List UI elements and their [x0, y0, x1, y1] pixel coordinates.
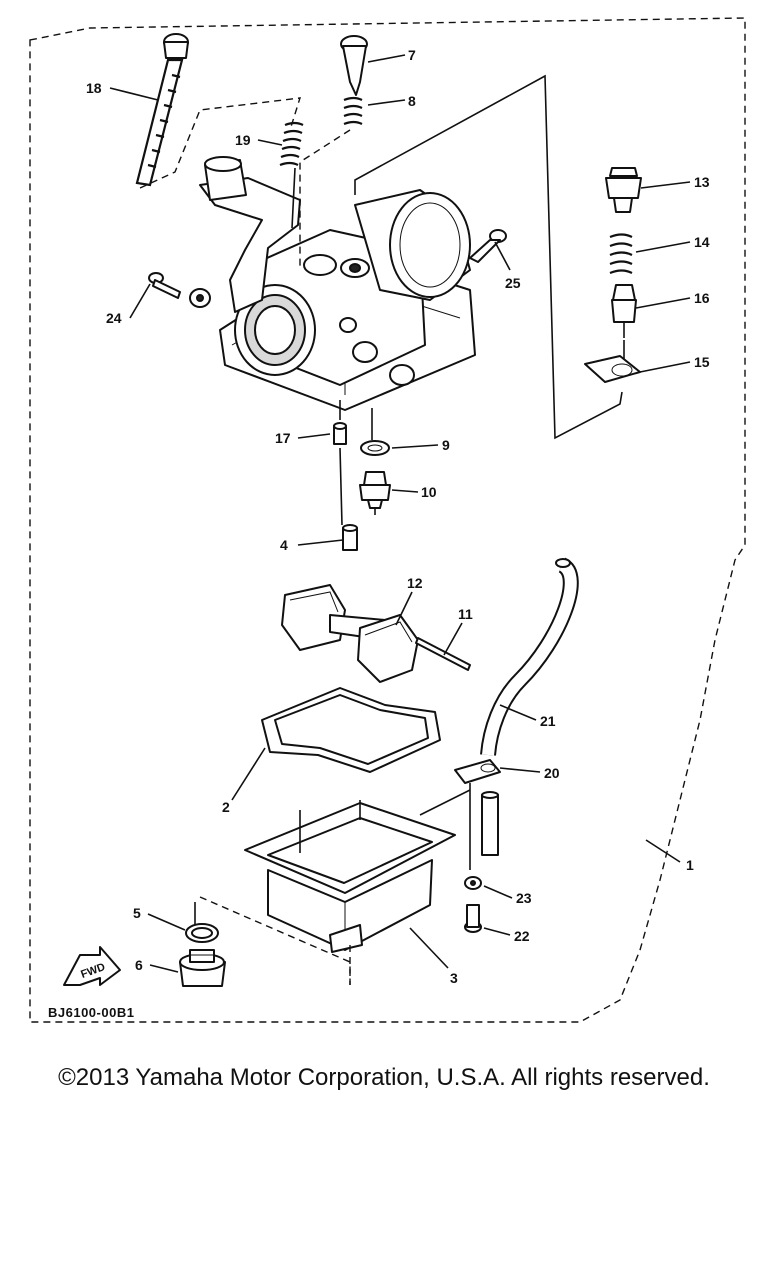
- callout-8: 8: [408, 93, 416, 109]
- callout-14: 14: [694, 234, 710, 250]
- callout-19: 19: [235, 132, 251, 148]
- callout-20: 20: [544, 765, 560, 781]
- callout-11: 11: [458, 606, 473, 622]
- part-6-drain-plug: [179, 949, 226, 987]
- carburetor-exploded-diagram: FWD BJ6100-00B1 7 8 18 19 13: [29, 17, 746, 1023]
- callout-7: 7: [408, 47, 416, 63]
- callout-10: 10: [421, 484, 437, 500]
- callout-17: 17: [275, 430, 291, 446]
- copyright-notice: ©2013 Yamaha Motor Corporation, U.S.A. A…: [58, 1064, 710, 1091]
- part-2-gasket: [261, 687, 441, 773]
- part-13-valve-seat: [605, 167, 642, 213]
- callout-23: 23: [516, 890, 532, 906]
- part-19-spring: [279, 121, 304, 229]
- callout-15: 15: [694, 354, 710, 370]
- part-24-screw: [148, 272, 181, 299]
- callout-21: 21: [540, 713, 556, 729]
- part-15-retainer: [584, 355, 641, 383]
- part-4-jet: [342, 524, 358, 551]
- callout-24: 24: [106, 310, 122, 326]
- part-10-jet-holder: [359, 471, 391, 515]
- part-18-long-bolt: [135, 33, 301, 189]
- callout-numbers: 7 8 18 19 13 14 25 24 16 15 17 9 10 4 12…: [86, 47, 710, 986]
- part-22-screw: [464, 904, 482, 933]
- part-23-washer: [464, 876, 482, 890]
- callout-2: 2: [222, 799, 230, 815]
- callout-5: 5: [133, 905, 141, 921]
- part-7-screw: [340, 35, 368, 96]
- part-21-hose: [480, 557, 579, 756]
- callout-25: 25: [505, 275, 521, 291]
- callout-13: 13: [694, 174, 710, 190]
- part-16-float-valve: [611, 284, 637, 362]
- fwd-arrow-icon: FWD: [63, 946, 121, 986]
- part-5-o-ring: [185, 902, 219, 943]
- part-20-clip: [454, 759, 501, 856]
- diagram-code: BJ6100-00B1: [48, 1005, 134, 1020]
- part-14-spring: [609, 233, 633, 275]
- callout-leaders: [109, 54, 691, 973]
- callout-4: 4: [280, 537, 288, 553]
- callout-6: 6: [135, 957, 143, 973]
- callout-18: 18: [86, 80, 102, 96]
- part-3-float-bowl: [244, 789, 471, 953]
- callout-1: 1: [686, 857, 694, 873]
- assembly-outline: [29, 17, 746, 1023]
- part-8-spring: [299, 96, 363, 270]
- carburetor-body: [189, 156, 476, 411]
- callout-3: 3: [450, 970, 458, 986]
- part-25-screw: [469, 229, 507, 263]
- part-11-pin: [415, 637, 471, 671]
- callout-12: 12: [407, 575, 423, 591]
- part-9-washer: [360, 440, 390, 456]
- callout-16: 16: [694, 290, 710, 306]
- callout-22: 22: [514, 928, 530, 944]
- part-17-jet: [333, 422, 347, 445]
- callout-9: 9: [442, 437, 450, 453]
- part-12-floats: [281, 584, 419, 683]
